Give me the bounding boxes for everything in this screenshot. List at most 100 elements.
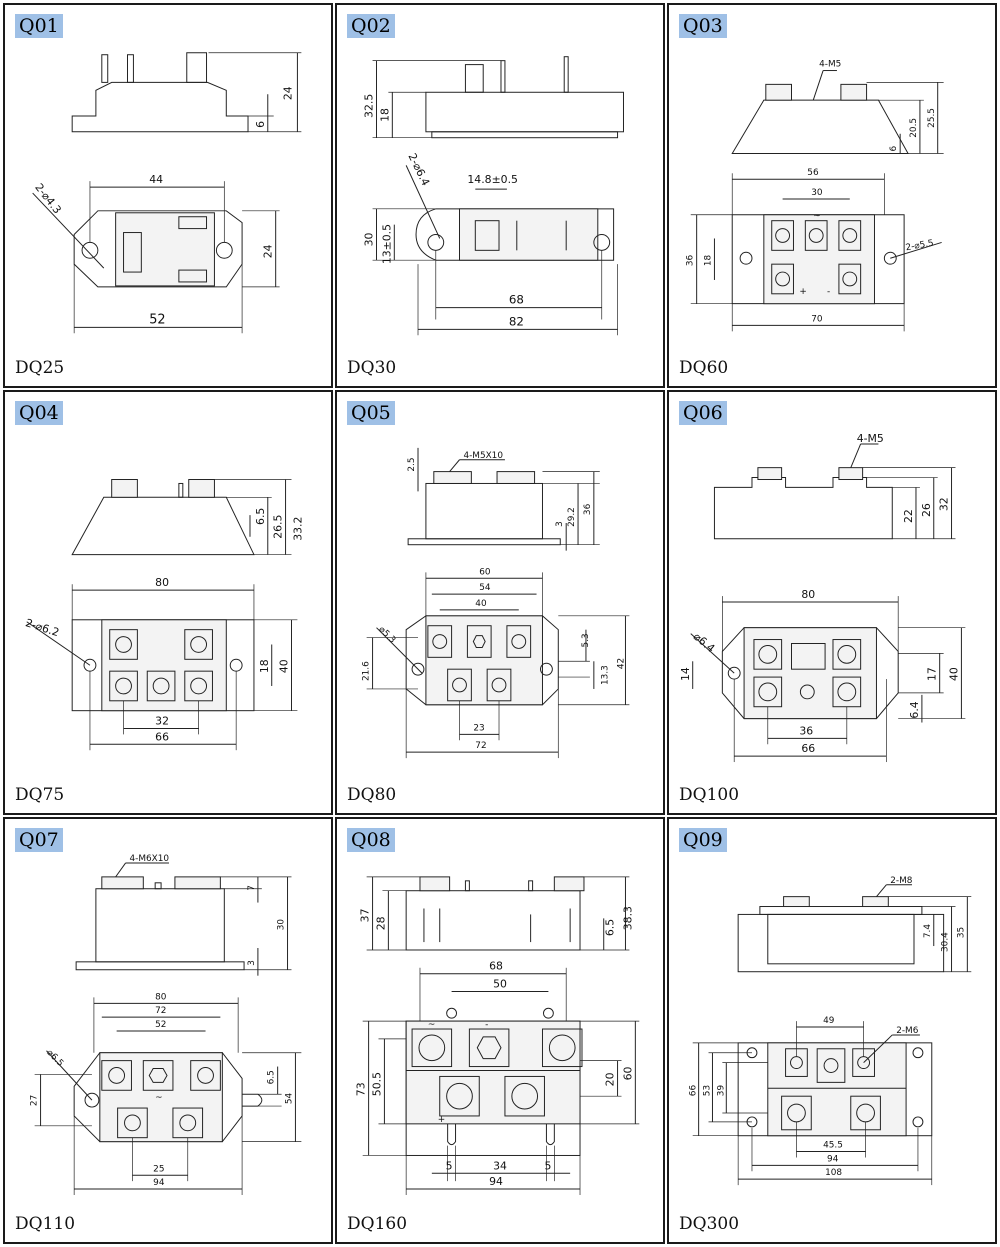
cell-q02: Q02 DQ30 32.5 18 2-⌀6.4 14.8±0.5 30 13±0… xyxy=(335,3,665,388)
dim-terminal: 14.8±0.5 xyxy=(467,173,518,186)
dim-length: 72 xyxy=(475,741,486,751)
dim-offset: 27 xyxy=(30,1095,40,1106)
dim-length: 80 xyxy=(155,576,169,589)
cell-q06: Q06 DQ100 4-M5 22 26 32 80 xyxy=(667,390,997,815)
dim-w1: 17 xyxy=(926,667,939,681)
dim-half: 18 xyxy=(703,254,713,266)
label-minus: - xyxy=(827,287,830,297)
model-label: DQ30 xyxy=(347,358,397,378)
cell-code: Q01 xyxy=(15,14,63,38)
dim-pitch: 68 xyxy=(509,293,524,307)
dim-h1: 7.4 xyxy=(923,924,933,938)
dim-h1: 22 xyxy=(902,509,915,523)
dim-l1: 80 xyxy=(155,992,167,1002)
dimension-drawing: 24 6 44 2-⌀4.3 24 52 xyxy=(32,52,302,334)
dim-hole: ⌀6.5 xyxy=(44,1048,65,1069)
dim-h-total: 33.2 xyxy=(291,517,304,541)
dim-top: 2.5 xyxy=(407,457,417,471)
label-ac: ~ xyxy=(813,212,820,222)
dim-base: 6 xyxy=(254,121,267,128)
dim-width: 30 xyxy=(363,232,376,246)
dim-l1: 60 xyxy=(479,567,491,577)
dimension-drawing: 2-M8 7.4 30.4 35 49 2-M6 xyxy=(689,876,972,1186)
cell-q07: Q07 DQ110 4-M6X10 7 30 3 ~ xyxy=(3,817,333,1244)
cell-code: Q08 xyxy=(347,828,395,852)
dimension-drawing: 6.5 26.5 33.2 80 2-⌀6.2 18 40 32 xyxy=(24,479,304,751)
dim-base: 6.5 xyxy=(604,919,617,936)
cell-q04: Q04 DQ75 6.5 26.5 33.2 80 2-⌀6 xyxy=(3,390,333,815)
dim-h3: 35 xyxy=(956,927,966,938)
label-plus: + xyxy=(799,287,806,297)
dim-h2: 30.4 xyxy=(941,932,951,952)
dim-h3: 32 xyxy=(938,497,951,511)
dim-inner: 50.5 xyxy=(370,1072,383,1096)
dim-screws: 4-M5 xyxy=(857,432,884,445)
dim-screws: 2-M8 xyxy=(890,876,913,886)
model-label: DQ75 xyxy=(15,785,65,805)
dim-pitch: 36 xyxy=(799,724,813,737)
dim-half: 18 xyxy=(258,659,271,673)
dim-length: 70 xyxy=(811,314,823,324)
dim-tab-right: 5 xyxy=(544,1159,551,1172)
dim-screws: 4-M6X10 xyxy=(129,854,169,864)
dim-h-total: 37 xyxy=(359,908,372,922)
dim-p2: 45.5 xyxy=(823,1141,843,1151)
dim-h1: 25.5 xyxy=(927,108,937,128)
dim-slot: 6.5 xyxy=(267,1070,277,1084)
dim-hole: 2-⌀6.2 xyxy=(24,616,61,639)
dim-h-body: 26.5 xyxy=(272,515,285,539)
dim-tab-left: 5 xyxy=(446,1159,453,1172)
cell-code: Q02 xyxy=(347,14,395,38)
dim-span: 44 xyxy=(149,173,163,186)
dimension-drawing: 4-M5 25.5 20.5 6 + - ~ 56 30 xyxy=(686,60,944,332)
dim-pitch-in: 50 xyxy=(493,978,507,991)
dim-pitch: 23 xyxy=(473,723,484,733)
dim-hole: ⌀6.4 xyxy=(691,630,718,655)
dim-gap: 13.3 xyxy=(601,665,611,685)
dim-base: 6 xyxy=(889,146,899,152)
dim-length: 82 xyxy=(509,314,524,328)
dim-w3: 39 xyxy=(716,1085,726,1097)
dim-h-base: 6.5 xyxy=(254,508,267,525)
dim-pitch: 30 xyxy=(811,188,823,198)
dim-screws: 4-M5 xyxy=(819,60,841,70)
dim-length: 52 xyxy=(149,312,165,327)
dim-base: 3 xyxy=(555,521,565,527)
dim-w-small: 20 xyxy=(604,1072,617,1086)
model-label: DQ80 xyxy=(347,785,397,805)
dim-width-side: 24 xyxy=(262,244,275,258)
dim-height: 30 xyxy=(277,919,287,931)
dim-height-total: 32.5 xyxy=(363,94,376,118)
dimension-drawing: 4-M5X10 2.5 29.2 36 3 60 54 40 xyxy=(362,447,630,759)
dim-height-total: 24 xyxy=(281,86,294,100)
dim-length: 80 xyxy=(801,588,815,601)
dim-hole: ⌀5.3 xyxy=(376,625,397,646)
model-label: DQ60 xyxy=(679,358,729,378)
cell-q09: Q09 DQ300 2-M8 7.4 30.4 35 xyxy=(667,817,997,1244)
dim-hole: 2-⌀5.5 xyxy=(905,239,935,254)
dim-h-max: 38.3 xyxy=(621,906,634,930)
dim-width: 40 xyxy=(947,667,960,681)
cell-code: Q05 xyxy=(347,401,395,425)
dim-slot: 5.3 xyxy=(581,633,591,647)
dim-h-body: 28 xyxy=(374,916,387,930)
dim-span: 56 xyxy=(807,168,819,178)
dim-w1: 66 xyxy=(689,1085,699,1097)
dim-offset: 21.6 xyxy=(362,661,372,681)
model-label: DQ300 xyxy=(679,1214,740,1234)
dim-pitch-bottom: 34 xyxy=(493,1159,507,1172)
cell-q05: Q05 DQ80 4-M5X10 2.5 29.2 36 3 xyxy=(335,390,665,815)
model-label: DQ25 xyxy=(15,358,65,378)
dim-screws-2: 2-M6 xyxy=(896,1026,919,1036)
label-ac: ~ xyxy=(428,1020,435,1030)
dim-l2: 108 xyxy=(825,1168,842,1178)
dim-w-big: 60 xyxy=(621,1066,634,1080)
dim-h-total: 36 xyxy=(583,503,593,515)
cell-code: Q06 xyxy=(679,401,727,425)
dim-width: 73 xyxy=(355,1082,368,1096)
dim-pitch: 25 xyxy=(153,1164,164,1174)
dimension-drawing: 4-M5 22 26 32 80 ⌀6.4 14 xyxy=(679,432,966,763)
dim-screws: 4-M5X10 xyxy=(463,451,503,461)
dim-width: 36 xyxy=(686,254,696,266)
cell-q03: Q03 DQ60 4-M5 25.5 20.5 6 + - ~ xyxy=(667,3,997,388)
